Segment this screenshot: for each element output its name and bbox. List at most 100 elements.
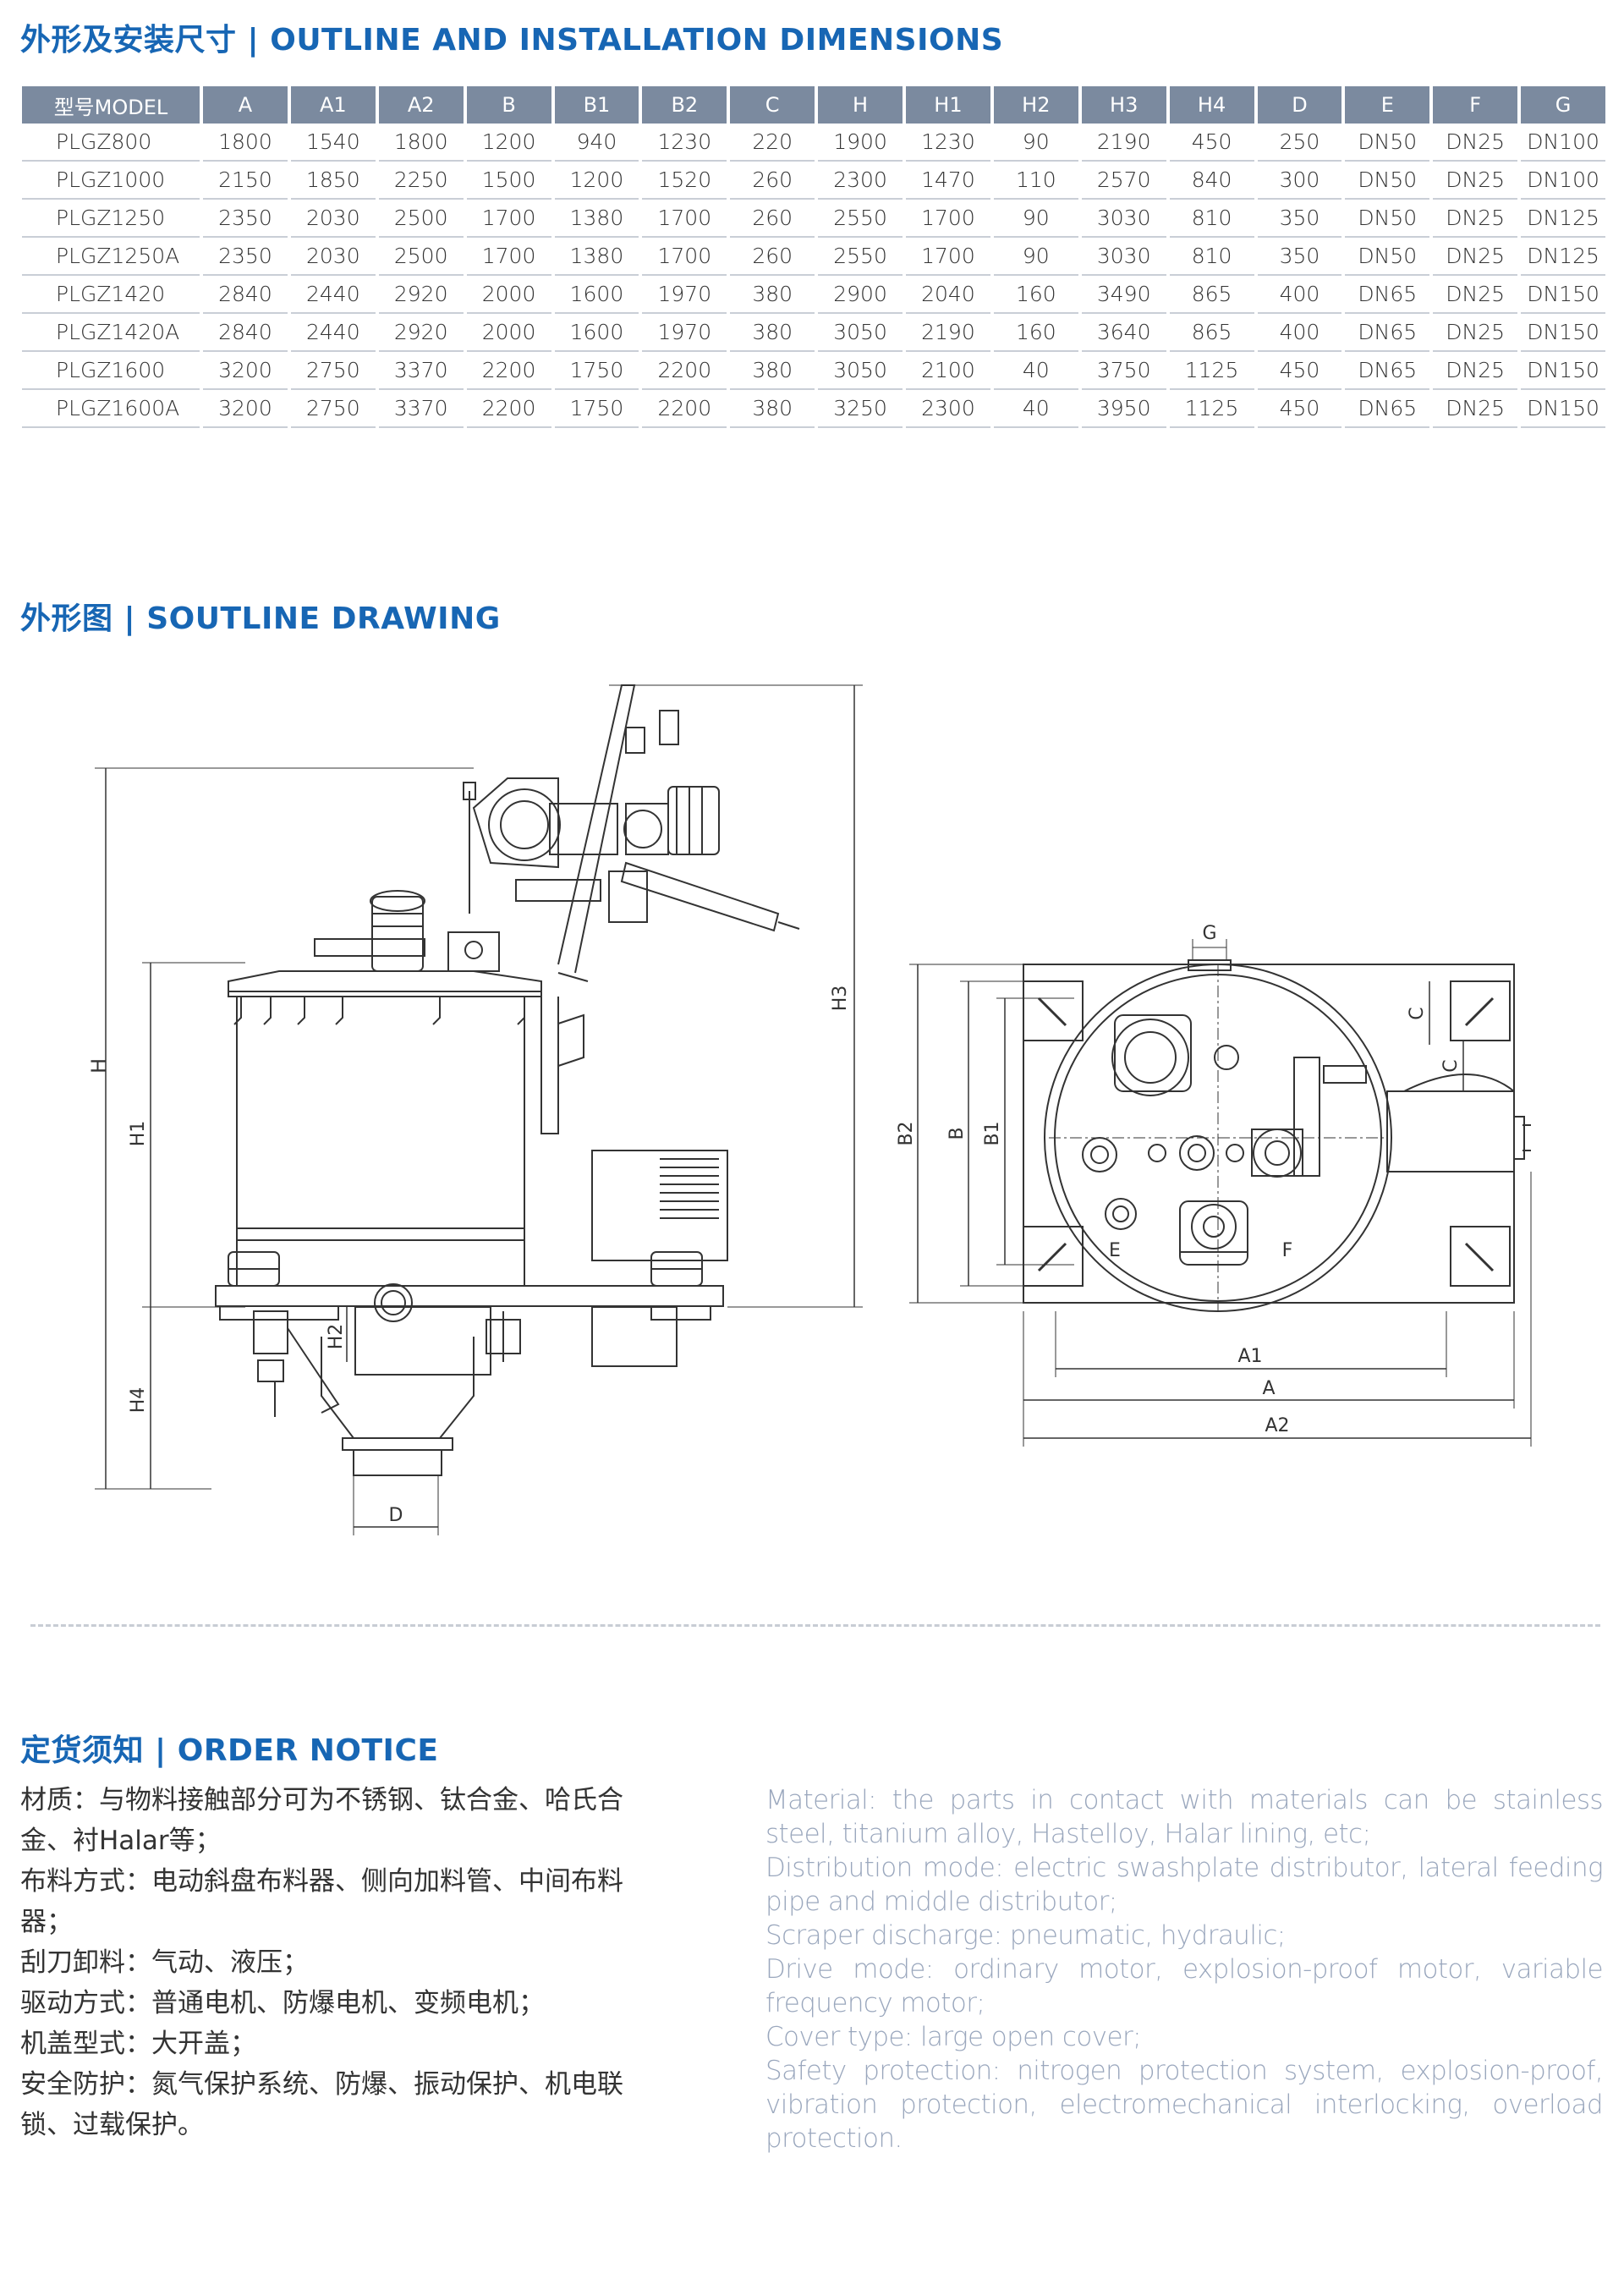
model-cell: PLGZ800 xyxy=(22,124,200,162)
value-cell: DN65 xyxy=(1345,352,1430,390)
outline-drawing: H H1 H2 H3 H4 D G C C B2 B B1 A1 A A2 E … xyxy=(87,684,1532,1535)
value-cell: 1600 xyxy=(554,314,639,352)
model-cell: PLGZ1600 xyxy=(22,352,200,390)
label-h4: H4 xyxy=(128,1387,149,1414)
value-cell: 3250 xyxy=(818,390,903,428)
model-cell: PLGZ1000 xyxy=(22,162,200,200)
header-h4: H4 xyxy=(1169,86,1254,124)
value-cell: 2030 xyxy=(290,200,376,238)
value-cell: 2200 xyxy=(466,390,551,428)
value-cell: 2570 xyxy=(1081,162,1166,200)
value-cell: 380 xyxy=(730,276,815,314)
value-cell: DN25 xyxy=(1433,276,1518,314)
value-cell: 2300 xyxy=(818,162,903,200)
value-cell: 400 xyxy=(1257,276,1342,314)
value-cell: DN50 xyxy=(1345,162,1430,200)
value-cell: DN125 xyxy=(1521,200,1605,238)
value-cell: 2550 xyxy=(818,238,903,276)
header-b: B xyxy=(466,86,551,124)
value-cell: 2300 xyxy=(906,390,990,428)
value-cell: DN50 xyxy=(1345,238,1430,276)
header-d: D xyxy=(1257,86,1342,124)
value-cell: DN150 xyxy=(1521,390,1605,428)
value-cell: 2840 xyxy=(203,314,288,352)
order-item-cn: 安全防护：氮气保护系统、防爆、振动保护、机电联锁、过载保护。 xyxy=(20,2069,623,2140)
value-cell: 250 xyxy=(1257,124,1342,162)
model-cell: PLGZ1600A xyxy=(22,390,200,428)
value-cell: 3030 xyxy=(1081,200,1166,238)
value-cell: 160 xyxy=(993,276,1078,314)
header-f: F xyxy=(1433,86,1518,124)
value-cell: 1700 xyxy=(466,200,551,238)
value-cell: 1800 xyxy=(203,124,288,162)
order-item-cn: 布料方式：电动斜盘布料器、侧向加料管、中间布料器； xyxy=(20,1866,623,1937)
value-cell: 1200 xyxy=(466,124,551,162)
top-view xyxy=(909,939,1532,1447)
value-cell: 2200 xyxy=(466,352,551,390)
order-item-cn: 机盖型式：大开盖； xyxy=(20,2029,256,2059)
value-cell: DN25 xyxy=(1433,124,1518,162)
value-cell: 3200 xyxy=(203,352,288,390)
value-cell: 2100 xyxy=(906,352,990,390)
value-cell: 2550 xyxy=(818,200,903,238)
value-cell: 1700 xyxy=(906,238,990,276)
value-cell: 90 xyxy=(993,124,1078,162)
value-cell: 2250 xyxy=(378,162,464,200)
value-cell: 260 xyxy=(730,238,815,276)
value-cell: 3050 xyxy=(818,352,903,390)
value-cell: 2190 xyxy=(906,314,990,352)
value-cell: 2040 xyxy=(906,276,990,314)
value-cell: 3750 xyxy=(1081,352,1166,390)
label-h: H xyxy=(87,1058,111,1074)
value-cell: 260 xyxy=(730,162,815,200)
value-cell: 2200 xyxy=(642,390,727,428)
label-c-1: C xyxy=(1407,1007,1428,1019)
value-cell: 2350 xyxy=(203,238,288,276)
value-cell: 1380 xyxy=(554,200,639,238)
value-cell: 940 xyxy=(554,124,639,162)
value-cell: 450 xyxy=(1257,352,1342,390)
value-cell: 400 xyxy=(1257,314,1342,352)
value-cell: 865 xyxy=(1169,314,1254,352)
header-a: A xyxy=(203,86,288,124)
value-cell: 1200 xyxy=(554,162,639,200)
value-cell: 1125 xyxy=(1169,352,1254,390)
header-b1: B1 xyxy=(554,86,639,124)
label-h2: H2 xyxy=(326,1324,347,1350)
value-cell: 2440 xyxy=(290,314,376,352)
drawing-title: 外形图 | SOUTLINE DRAWING xyxy=(20,601,501,636)
value-cell: DN25 xyxy=(1433,314,1518,352)
value-cell: 160 xyxy=(993,314,1078,352)
order-item-en: Cover type: large open cover; xyxy=(765,2022,1142,2052)
order-notice-title: 定货须知 | ORDER NOTICE xyxy=(20,1733,439,1768)
value-cell: 2190 xyxy=(1081,124,1166,162)
model-cell: PLGZ1250 xyxy=(22,200,200,238)
value-cell: 2500 xyxy=(378,200,464,238)
value-cell: 2000 xyxy=(466,276,551,314)
order-item-en: Material: the parts in contact with mate… xyxy=(765,1785,1604,1849)
value-cell: 220 xyxy=(730,124,815,162)
value-cell: DN25 xyxy=(1433,200,1518,238)
value-cell: 1230 xyxy=(906,124,990,162)
value-cell: DN150 xyxy=(1521,352,1605,390)
value-cell: 2030 xyxy=(290,238,376,276)
model-cell: PLGZ1420 xyxy=(22,276,200,314)
value-cell: 2840 xyxy=(203,276,288,314)
value-cell: 1750 xyxy=(554,390,639,428)
value-cell: 2150 xyxy=(203,162,288,200)
header-g: G xyxy=(1521,86,1605,124)
label-h3: H3 xyxy=(830,986,851,1012)
dashed-separator xyxy=(30,1624,1600,1627)
order-item-en: Scraper discharge: pneumatic, hydraulic; xyxy=(765,1920,1286,1951)
value-cell: DN100 xyxy=(1521,162,1605,200)
order-item-en: Distribution mode: electric swashplate d… xyxy=(765,1853,1604,1917)
header-c: C xyxy=(730,86,815,124)
value-cell: 350 xyxy=(1257,238,1342,276)
